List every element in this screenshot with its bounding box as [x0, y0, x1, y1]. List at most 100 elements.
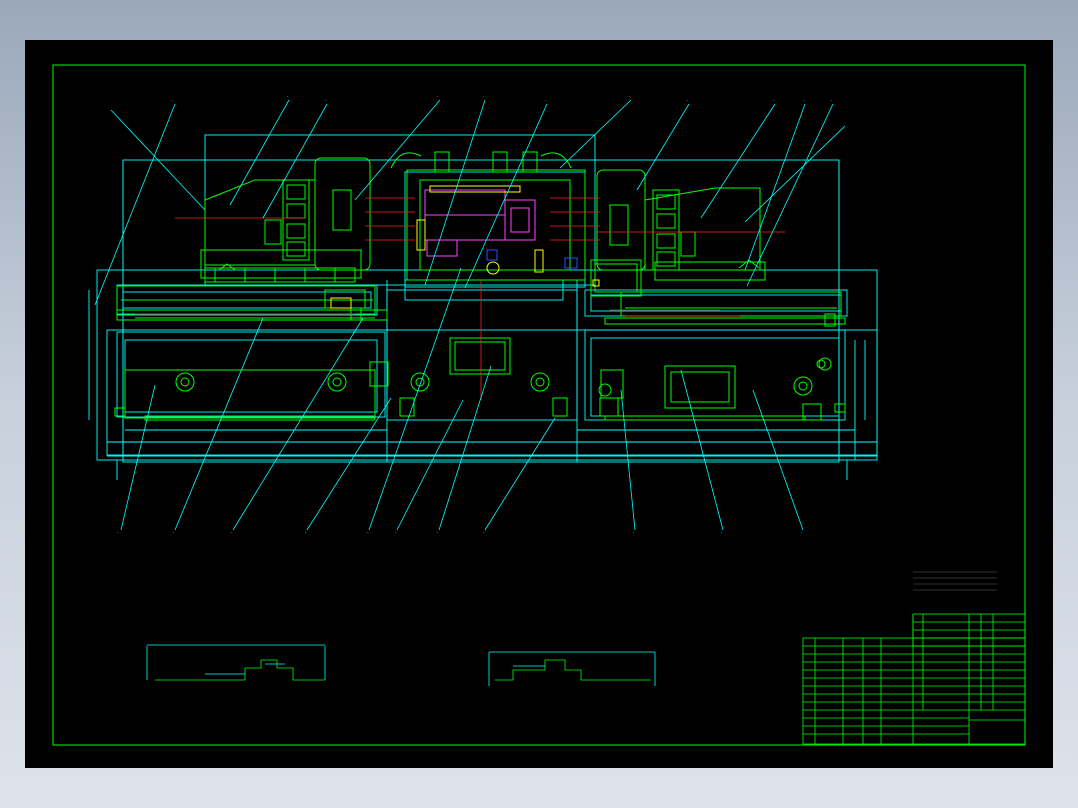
- drawing-line: [306, 397, 392, 531]
- drawing-rect: [314, 157, 371, 271]
- drawing-rect: [594, 263, 638, 293]
- drawing-rect: [534, 249, 544, 273]
- drawing-rect: [504, 199, 536, 241]
- drawing-polyline: [495, 659, 651, 681]
- drawing-line: [744, 125, 846, 223]
- drawing-circle: [793, 376, 813, 396]
- drawing-line: [396, 399, 464, 531]
- drawing-rect: [369, 361, 389, 387]
- drawing-text: ·: [629, 94, 631, 100]
- drawing-rect: [332, 189, 352, 231]
- drawing-rect: [652, 189, 680, 271]
- notes-lines: [913, 571, 997, 591]
- drawing-line: [229, 99, 290, 206]
- drawing-text: ·: [437, 94, 439, 100]
- drawing-rect: [670, 371, 730, 403]
- drawing-circle: [818, 357, 832, 371]
- drawing-circle: [598, 383, 612, 397]
- drawing-rect: [802, 403, 822, 421]
- drawing-text: ·: [803, 98, 805, 104]
- drawing-rect: [286, 223, 306, 239]
- drawing-rect: [599, 397, 619, 417]
- drawing-line: [559, 99, 632, 169]
- drawing-text: ·: [287, 94, 289, 100]
- drawing-rect: [399, 397, 415, 417]
- drawing-rect: [204, 267, 356, 283]
- sheet-frame: [52, 64, 1026, 746]
- drawing-rect: [584, 289, 848, 317]
- drawing-rect: [680, 231, 696, 257]
- drawing-rect: [114, 407, 126, 417]
- drawing-line: [744, 103, 806, 271]
- lower-left-detail: [146, 644, 326, 681]
- drawing-rect: [434, 151, 450, 173]
- drawing-text: ·: [801, 530, 803, 536]
- drawing-sheet: ··· ··· ··· ·· ··· ··· ··· ··: [25, 40, 1053, 768]
- drawing-rect: [590, 259, 642, 297]
- drawing-line: [368, 267, 462, 531]
- drawing-line: [746, 103, 834, 287]
- drawing-rect: [620, 291, 842, 317]
- spindle-head-icon: [114, 151, 846, 421]
- drawing-text: ·: [171, 98, 173, 104]
- drawing-rect: [584, 329, 846, 421]
- centerlines: [135, 197, 785, 400]
- drawing-circle: [535, 377, 545, 387]
- drawing-rect: [426, 239, 458, 257]
- drawing-rect: [592, 279, 600, 287]
- drawing-rect: [200, 249, 362, 279]
- drawing-rect: [286, 184, 306, 200]
- drawing-rect: [454, 341, 506, 371]
- lower-right-detail: [488, 651, 656, 686]
- drawing-rect: [834, 403, 846, 413]
- drawing-rect: [664, 365, 736, 409]
- drawing-rect: [654, 261, 766, 281]
- drawing-path: [218, 263, 236, 271]
- drawing-line: [262, 103, 328, 219]
- balloon-labels: ··· ··· ··· ·· ··· ··· ··· ··: [117, 94, 833, 536]
- drawing-rect: [106, 329, 878, 456]
- drawing-rect: [486, 249, 498, 261]
- drawing-rect: [264, 219, 282, 245]
- drawing-line: [174, 317, 264, 531]
- drawing-rect: [429, 185, 521, 193]
- drawing-rect: [590, 294, 842, 312]
- drawing-rect: [596, 169, 646, 271]
- drawing-rect: [564, 257, 578, 269]
- drawing-text: ·: [395, 530, 397, 536]
- drawing-circle: [816, 359, 826, 369]
- drawing-rect: [600, 369, 624, 399]
- gear-icon: [218, 259, 826, 397]
- outer-border: [52, 64, 1026, 746]
- drawing-text: ·: [305, 530, 307, 536]
- drawing-text: ·: [325, 98, 327, 104]
- drawing-text: ·: [687, 98, 689, 104]
- drawing-path: [390, 152, 422, 169]
- drawing-rect: [492, 151, 508, 173]
- drawing-line: [354, 99, 441, 201]
- drawing-rect: [330, 297, 352, 309]
- drawing-circle: [530, 372, 550, 392]
- drawing-rect: [824, 313, 836, 327]
- drawing-rect: [522, 151, 538, 173]
- drawing-text: ·: [367, 530, 369, 536]
- drawing-circle: [415, 377, 425, 387]
- drawing-rect: [656, 251, 676, 267]
- drawing-rect: [656, 213, 676, 229]
- drawing-text: ·: [633, 530, 635, 536]
- workpiece-fixture-icon: [330, 185, 600, 309]
- drawing-rect: [449, 337, 511, 375]
- drawing-line: [424, 99, 486, 286]
- drawing-line: [438, 365, 492, 531]
- drawing-line: [700, 103, 776, 219]
- drawing-text: ·: [831, 98, 833, 104]
- drawing-line: [232, 317, 364, 531]
- drawing-text: ·: [231, 530, 233, 536]
- drawing-path: [204, 179, 316, 266]
- drawing-line: [484, 417, 556, 531]
- drawing-text: ·: [437, 530, 439, 536]
- drawing-text: ·: [721, 530, 723, 536]
- drawing-line: [620, 389, 636, 531]
- assembly-drawing: ··· ··· ··· ·· ··· ··· ··· ··: [52, 64, 1026, 746]
